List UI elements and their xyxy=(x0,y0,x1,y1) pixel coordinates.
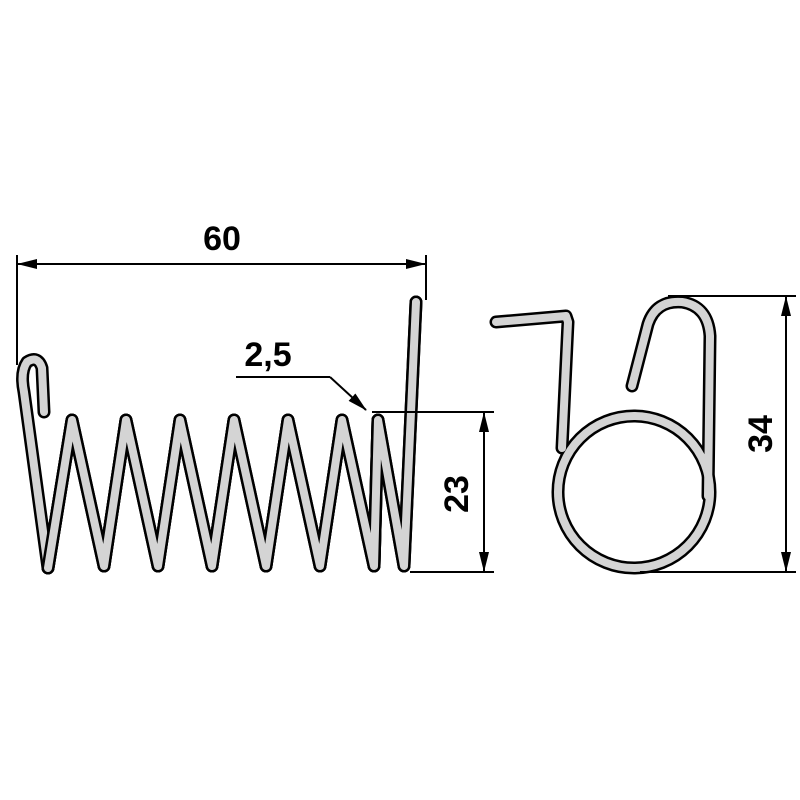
length-label: 60 xyxy=(203,220,241,258)
spring-end-view xyxy=(489,295,717,575)
wire-diameter-arrow xyxy=(329,376,367,411)
total-height-label: 34 xyxy=(742,415,780,453)
wire-diameter-label: 2,5 xyxy=(244,336,291,374)
dimension-total-height: 34 xyxy=(640,295,796,573)
dimension-wire-diameter: 2,5 xyxy=(236,336,367,411)
end-view-top-leg xyxy=(489,309,575,455)
coil-height-label: 23 xyxy=(438,475,476,513)
dimension-coil-height: 23 xyxy=(372,411,494,573)
dimension-length: 60 xyxy=(16,220,427,365)
spring-side-view xyxy=(16,295,423,575)
